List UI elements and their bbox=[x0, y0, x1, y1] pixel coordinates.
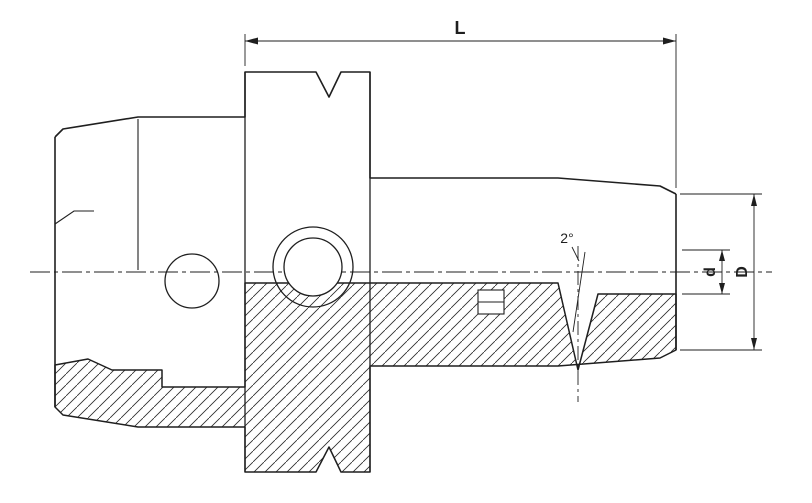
outer-profile bbox=[54, 71, 677, 472]
drive-hole-circle bbox=[164, 253, 220, 309]
section-hatch bbox=[54, 282, 677, 473]
internal-features bbox=[164, 226, 354, 309]
arrowhead-right bbox=[663, 37, 676, 45]
arrowhead-left bbox=[245, 37, 258, 45]
length-dim-label: L bbox=[455, 18, 466, 38]
bore-dim-label: d bbox=[702, 267, 719, 277]
arrowhead-down bbox=[719, 283, 725, 294]
coolant-pocket-outer-circle bbox=[272, 226, 354, 308]
arrowhead-up bbox=[719, 250, 725, 261]
outer-profile-upper bbox=[54, 71, 677, 195]
dimension-length: L bbox=[244, 18, 677, 188]
arrowhead-down bbox=[751, 338, 757, 350]
coolant-screw bbox=[477, 289, 505, 315]
dimension-outer-diameter: D bbox=[680, 193, 762, 351]
angle-annotation: 2° bbox=[560, 230, 586, 333]
angle-label: 2° bbox=[560, 230, 573, 246]
outer-diameter-dim-label: D bbox=[734, 266, 751, 278]
dimension-bore: d bbox=[682, 249, 730, 295]
drive-slot-lines bbox=[54, 210, 94, 225]
hatch-region bbox=[54, 282, 677, 473]
arrowhead-up bbox=[751, 194, 757, 206]
coolant-pocket-inner-circle bbox=[283, 237, 343, 297]
